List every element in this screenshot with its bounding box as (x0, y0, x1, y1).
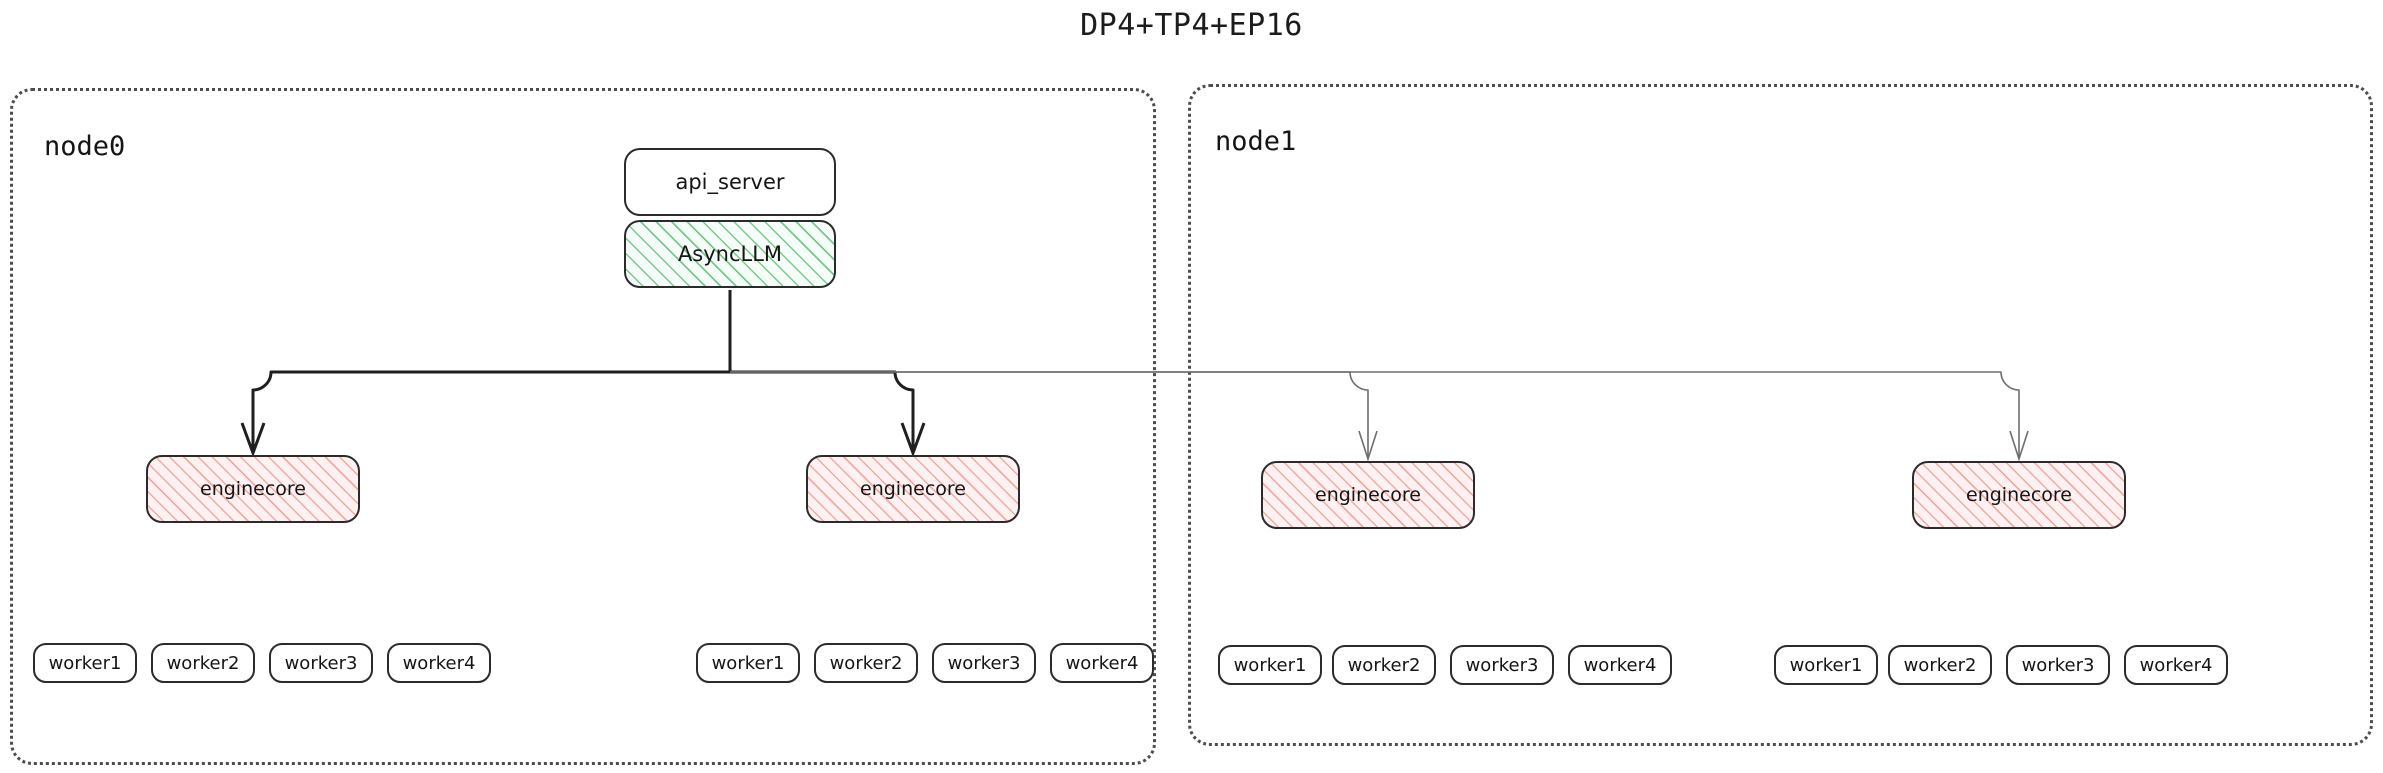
worker-box-1-2[interactable]: worker3 (932, 643, 1036, 683)
worker-box-1-3[interactable]: worker4 (1050, 643, 1154, 683)
worker-box-2-1[interactable]: worker2 (1332, 645, 1436, 685)
enginecore-box-2[interactable]: enginecore (1261, 461, 1475, 529)
worker-box-1-1[interactable]: worker2 (814, 643, 918, 683)
worker-box-3-1[interactable]: worker2 (1888, 645, 1992, 685)
worker-box-2-0[interactable]: worker1 (1218, 645, 1322, 685)
worker-box-2-3[interactable]: worker4 (1568, 645, 1672, 685)
asyncllm-box[interactable]: AsyncLLM (624, 220, 836, 288)
worker-box-1-0[interactable]: worker1 (696, 643, 800, 683)
enginecore-box-0[interactable]: enginecore (146, 455, 360, 523)
node-label-node1: node1 (1215, 126, 1297, 157)
worker-box-2-2[interactable]: worker3 (1450, 645, 1554, 685)
worker-box-3-2[interactable]: worker3 (2006, 645, 2110, 685)
enginecore-box-1[interactable]: enginecore (806, 455, 1020, 523)
enginecore-box-3[interactable]: enginecore (1912, 461, 2126, 529)
worker-box-0-3[interactable]: worker4 (387, 643, 491, 683)
page-title: DP4+TP4+EP16 (1080, 8, 1303, 43)
node-label-node0: node0 (44, 131, 126, 162)
worker-box-0-0[interactable]: worker1 (33, 643, 137, 683)
worker-box-0-1[interactable]: worker2 (151, 643, 255, 683)
worker-box-0-2[interactable]: worker3 (269, 643, 373, 683)
worker-box-3-0[interactable]: worker1 (1774, 645, 1878, 685)
worker-box-3-3[interactable]: worker4 (2124, 645, 2228, 685)
api-server-box[interactable]: api_server (624, 148, 836, 216)
